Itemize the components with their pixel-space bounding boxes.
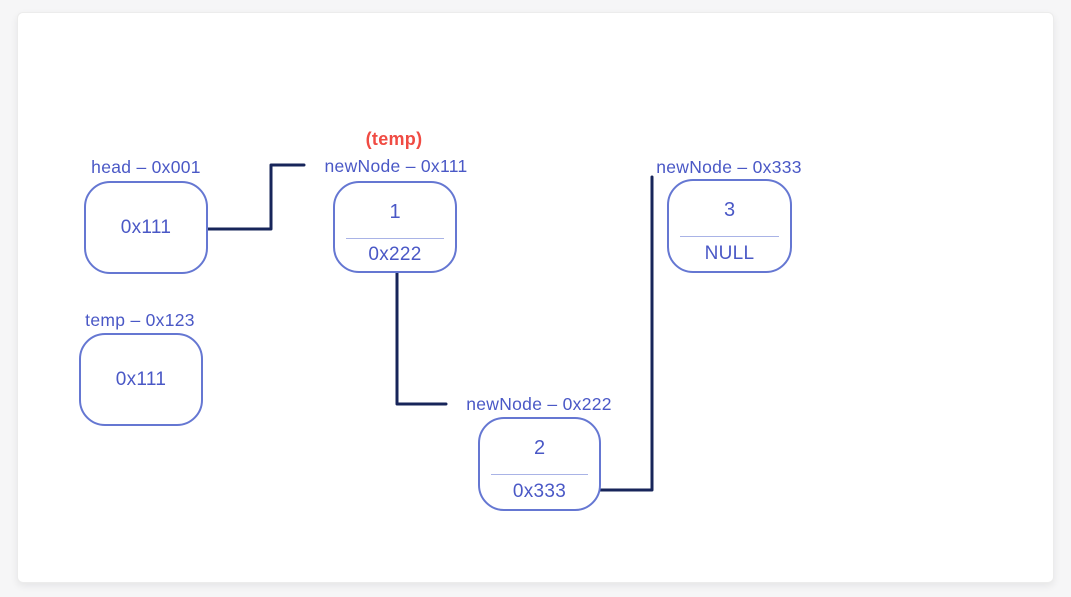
node-0x333-divider [680, 236, 779, 237]
node-0x222-next: 0x333 [512, 481, 567, 502]
label-temp: temp – 0x123 [85, 310, 195, 330]
node-box-0x111: 1 0x222 [333, 181, 457, 273]
temp-value: 0x111 [115, 368, 167, 390]
label-head: head – 0x001 [91, 157, 201, 177]
node-box-0x333: 3 NULL [667, 179, 792, 273]
node-box-0x222: 2 0x333 [478, 417, 601, 511]
node-0x222-divider [491, 474, 588, 475]
node-0x222-data: 2 [533, 437, 546, 459]
node-0x111-divider [346, 238, 444, 239]
node-0x333-next: NULL [704, 243, 755, 264]
temp-annotation: (temp) [365, 129, 423, 149]
label-newnode-0x222: newNode – 0x222 [466, 394, 612, 414]
node-0x111-next: 0x222 [368, 244, 422, 265]
label-newnode-0x333: newNode – 0x333 [656, 157, 802, 177]
head-value: 0x111 [120, 216, 172, 238]
node-0x111-data: 1 [389, 201, 401, 223]
node-0x333-data: 3 [723, 199, 736, 221]
box-temp: 0x111 [79, 333, 203, 426]
box-head: 0x111 [84, 181, 208, 274]
label-newnode-0x111: newNode – 0x111 [324, 156, 468, 176]
